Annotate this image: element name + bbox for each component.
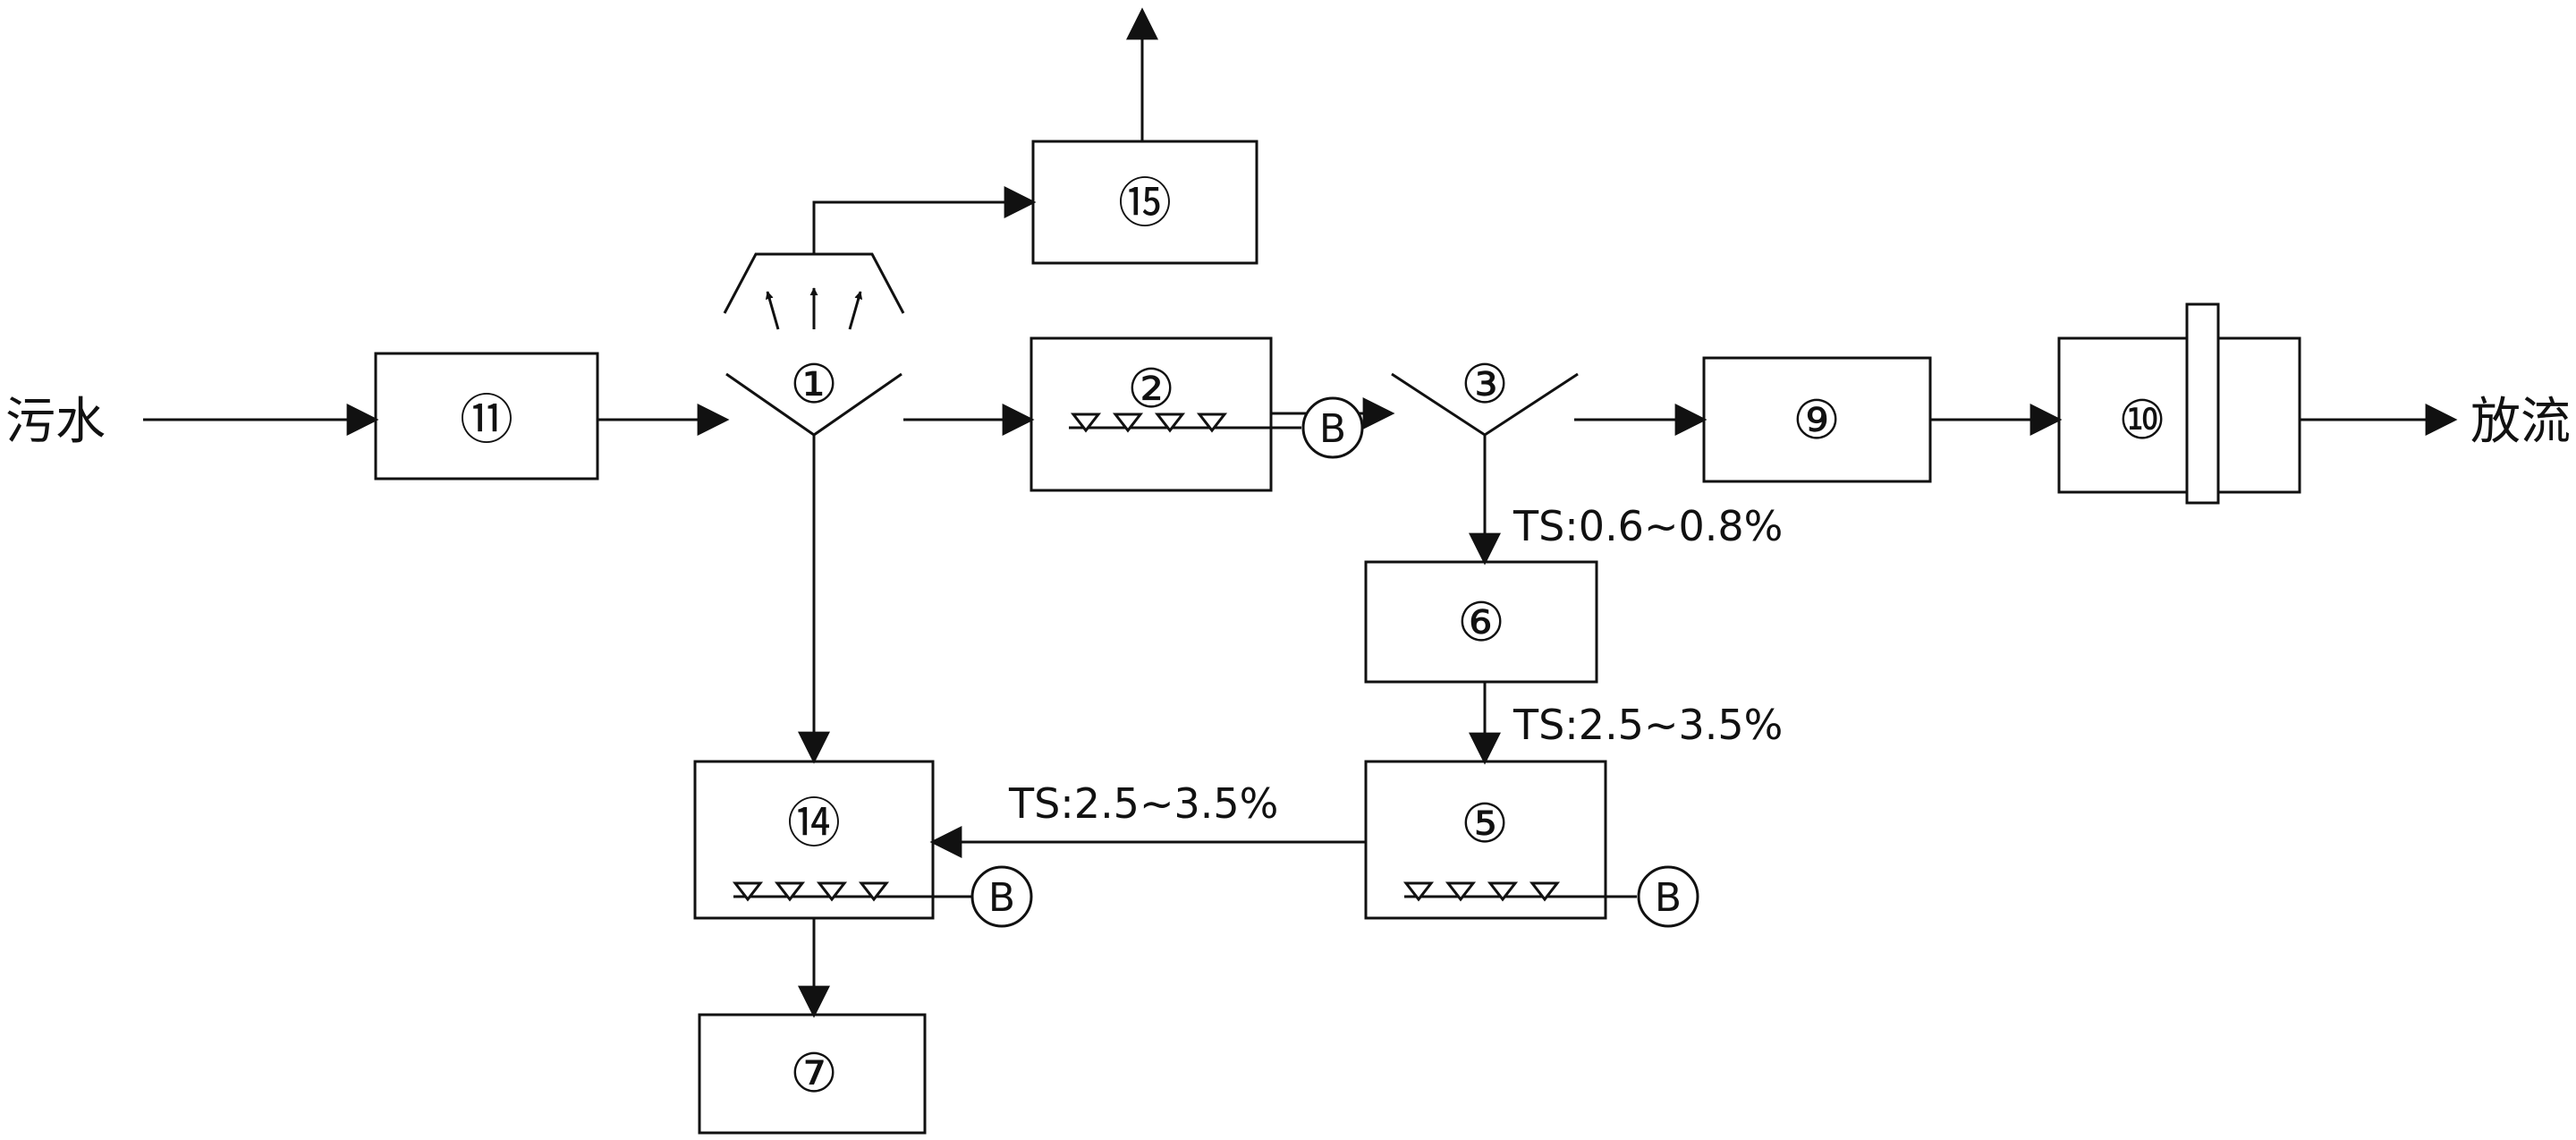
blower-2-circle	[1301, 396, 1364, 459]
node-9-label: ⑨	[1792, 389, 1841, 452]
vent-arrow-right	[848, 291, 863, 330]
ts-label-6-to-5: TS:2.5~3.5%	[1513, 701, 1783, 749]
node-5-label: ⑤	[1461, 793, 1509, 855]
node-6-label: ⑥	[1457, 591, 1505, 654]
blower-14-circle	[970, 865, 1033, 928]
box-10-insert	[2185, 302, 2220, 505]
box-7	[698, 1013, 927, 1135]
blower-14-label: B	[988, 875, 1015, 921]
ts-label-3-to-6: TS:0.6~0.8%	[1513, 502, 1783, 550]
node-2-label: ②	[1127, 358, 1175, 421]
aerator-2	[1069, 413, 1301, 433]
box-11	[374, 352, 599, 481]
input-label: 污水	[5, 393, 106, 451]
node-3-label: ③	[1461, 353, 1509, 416]
node-10-label: ⑩	[2118, 389, 2166, 452]
box-15	[1031, 140, 1258, 265]
vent-arrow-left	[765, 291, 780, 330]
ts-label-5-to-14: TS:2.5~3.5%	[1008, 779, 1278, 828]
blower-5-circle	[1637, 865, 1699, 928]
node-7-label: ⑦	[790, 1042, 838, 1105]
node-15-label: ⑮	[1118, 173, 1172, 235]
box-6	[1364, 560, 1598, 684]
flow-1-to-15	[812, 186, 1037, 255]
aerator-5	[1402, 881, 1637, 902]
blower-2-label: B	[1319, 406, 1346, 452]
box-10	[2057, 336, 2301, 494]
box-5	[1364, 760, 1607, 920]
blower-5-label: B	[1655, 875, 1682, 921]
output-label: 放流	[2470, 393, 2571, 451]
node-1-label: ①	[790, 353, 838, 416]
node-11-label: ⑪	[460, 389, 513, 452]
node-14-label: ⑭	[787, 793, 841, 855]
aerator-14	[732, 881, 971, 902]
